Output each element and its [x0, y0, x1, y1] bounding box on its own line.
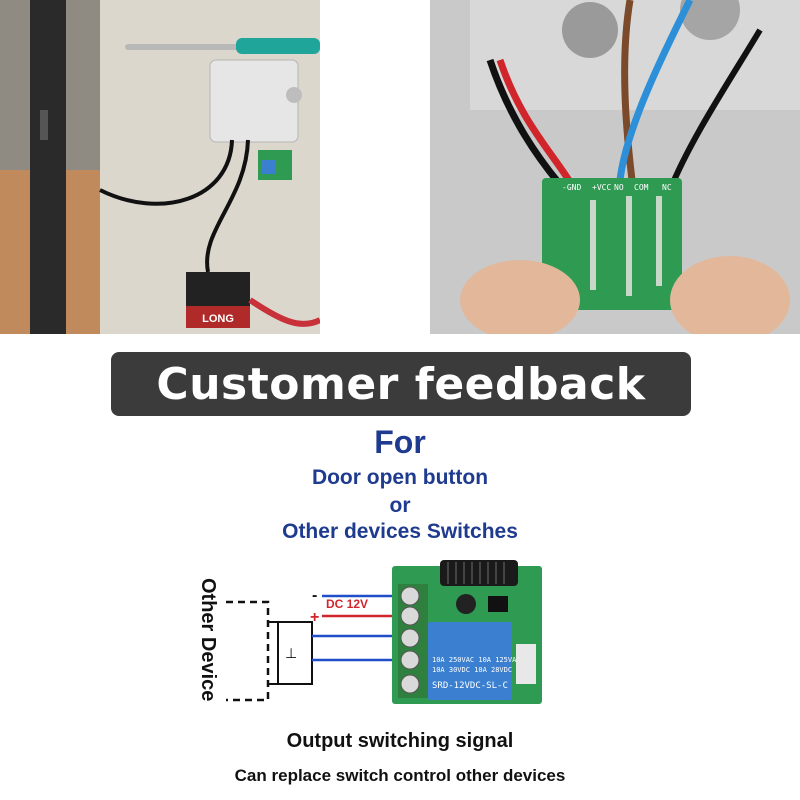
pcb-pin-label: NC — [662, 183, 672, 192]
installation-photo-right: -GND +VCC NO COM NC — [430, 0, 800, 334]
relay-photo — [262, 160, 276, 174]
red-wire — [496, 58, 573, 184]
blue-wire — [616, 0, 694, 181]
terminal-screw-2 — [400, 606, 420, 626]
replace-switch-label: Can replace switch control other devices — [234, 766, 566, 785]
pcb-trace-1 — [590, 200, 596, 290]
cable-gland — [286, 87, 302, 103]
pcb-pin-label: -GND — [562, 183, 581, 192]
minus-label: - — [312, 587, 317, 604]
pcb-trace-3 — [656, 196, 662, 286]
black-wire — [486, 58, 561, 185]
switch-symbol-box — [277, 621, 313, 685]
wiring-diagram: Other Device ⊥ - DC 12V + 10A 250VAC 10A… — [197, 560, 542, 704]
other-device-label: Other Device — [197, 578, 219, 701]
screwdriver-handle — [236, 38, 320, 54]
finger-right — [670, 256, 790, 334]
heading-other-devices: Other devices Switches — [282, 520, 518, 543]
heading-door-open-button: Door open button — [311, 466, 489, 489]
customer-feedback-banner: Customer feedback — [111, 352, 691, 416]
banner-title: Customer feedback — [156, 358, 646, 410]
plus-label: + — [310, 609, 319, 626]
terminal-screw-5 — [400, 674, 420, 694]
relay-model: SRD-12VDC-SL-C — [432, 681, 508, 691]
enclosure — [470, 0, 800, 110]
terminal-screw-3 — [400, 628, 420, 648]
output-switching-label: Output switching signal — [286, 730, 514, 752]
cable-black — [99, 139, 234, 206]
pcb-pin-label: COM — [634, 183, 649, 192]
terminal-screw-4 — [400, 650, 420, 670]
installation-photo-left: LONG — [0, 0, 320, 334]
pcb-pin-label: NO — [614, 183, 624, 192]
ic-chip — [488, 596, 508, 612]
pcb-trace-2 — [626, 196, 632, 296]
terminal-screw-1 — [400, 586, 420, 606]
relay-spec-2: 10A 30VDC 10A 28VDC — [432, 666, 512, 674]
red-cable — [248, 297, 320, 327]
power-label: DC 12V — [326, 597, 368, 611]
gate-lock — [40, 110, 48, 140]
gland-1 — [562, 2, 618, 58]
relay-component — [428, 622, 512, 700]
brown-wire — [621, 0, 636, 181]
pcb-board — [542, 178, 682, 310]
black-cable — [667, 28, 763, 192]
gland-2 — [680, 0, 740, 40]
heading-for: For — [374, 424, 426, 460]
crystal-component — [516, 644, 536, 684]
heading-or: or — [389, 494, 411, 517]
device-dashed-outline — [226, 600, 270, 702]
cable-to-battery — [205, 139, 250, 273]
relay-spec-1: 10A 250VAC 10A 125VAC — [432, 656, 521, 664]
pcb-pin-label: +VCC — [592, 183, 611, 192]
switch-symbol: ⊥ — [285, 646, 297, 662]
junction-box — [209, 59, 299, 143]
capacitor — [456, 594, 476, 614]
finger-left — [460, 260, 580, 334]
battery-label-band — [186, 306, 250, 328]
battery-brand: LONG — [202, 313, 234, 325]
gate-frame — [30, 0, 66, 334]
